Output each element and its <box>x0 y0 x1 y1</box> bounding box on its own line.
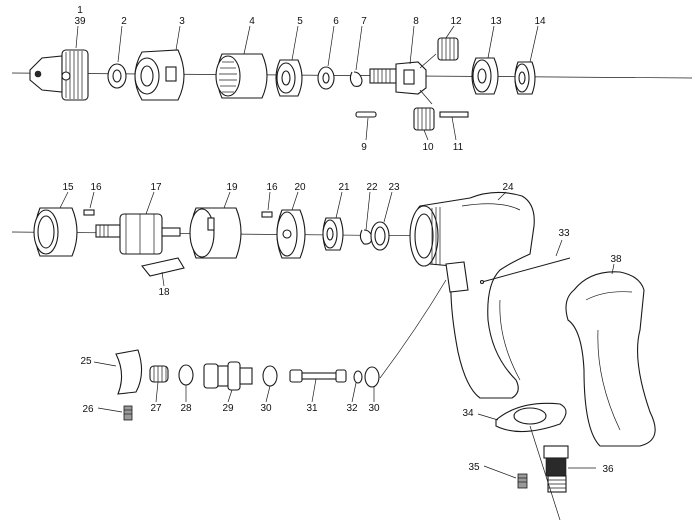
cylinder <box>189 207 242 259</box>
part-label: 20 <box>294 182 306 193</box>
part-label: 34 <box>462 408 474 419</box>
part-label: 32 <box>346 403 358 414</box>
planet-gear-12 <box>437 37 459 61</box>
part-label: 9 <box>361 142 367 153</box>
spindle-carrier <box>369 53 437 105</box>
bearing-13 <box>471 57 499 95</box>
part-label: 31 <box>306 403 318 414</box>
part-label: 23 <box>388 182 400 193</box>
part-label: 12 <box>450 16 462 27</box>
pin-33 <box>479 257 571 285</box>
part-label: 6 <box>333 16 339 27</box>
part-label: 7 <box>361 16 367 27</box>
o-ring-32 <box>353 370 363 384</box>
part-label: 24 <box>502 182 514 193</box>
part-label: 15 <box>62 182 74 193</box>
part-label: 35 <box>468 462 480 473</box>
set-screw-26 <box>123 405 133 421</box>
shaft-11 <box>439 111 469 118</box>
key-16-b <box>261 211 273 218</box>
part-label: 4 <box>249 16 255 27</box>
part-label: 38 <box>610 254 622 265</box>
o-ring-30 <box>262 365 278 387</box>
washer-2 <box>107 63 127 89</box>
bottom-axis-line <box>529 425 561 521</box>
leader-lines <box>59 25 615 479</box>
base-plate <box>495 402 567 433</box>
part-label: 19 <box>226 182 238 193</box>
pin-9 <box>355 111 377 118</box>
part-label: 8 <box>413 16 419 27</box>
part-label: 30 <box>260 403 272 414</box>
valve-leader-line <box>379 279 447 379</box>
part-label: 30 <box>368 403 380 414</box>
part-label: 21 <box>338 182 350 193</box>
o-ring-28 <box>178 364 194 386</box>
planet-gear-10 <box>413 107 435 131</box>
retaining-ring-22 <box>359 229 373 245</box>
part-label: 10 <box>422 142 434 153</box>
air-inlet-fitting <box>543 445 569 493</box>
part-labels: 1 39 2 3 4 5 6 7 8 12 13 14 9 10 11 15 1… <box>62 5 622 475</box>
bearing-14 <box>514 61 536 95</box>
part-label: 36 <box>602 464 614 475</box>
part-label: 16 <box>90 182 102 193</box>
part-label: 22 <box>366 182 378 193</box>
drill-chuck <box>29 49 89 101</box>
part-label: 18 <box>158 287 170 298</box>
front-end-plate <box>33 207 78 257</box>
rotor-vane <box>141 257 185 277</box>
part-label: 14 <box>534 16 546 27</box>
part-label: 2 <box>121 16 127 27</box>
rear-end-plate <box>276 209 306 259</box>
part-label: 29 <box>222 403 234 414</box>
part-label: 1 <box>77 5 83 16</box>
part-label: 33 <box>558 228 570 239</box>
part-label: 11 <box>453 142 464 153</box>
ring-gear <box>215 53 268 99</box>
part-label: 13 <box>490 16 502 27</box>
valve-stem <box>289 369 347 383</box>
part-label: 3 <box>179 16 185 27</box>
part-label: 39 <box>74 16 86 27</box>
part-label: 5 <box>297 16 303 27</box>
bearing-21 <box>322 217 344 251</box>
bearing-5 <box>275 59 303 97</box>
part-label: 26 <box>82 404 94 415</box>
key-16 <box>83 209 95 216</box>
part-label: 28 <box>180 403 192 414</box>
rotor <box>95 213 181 255</box>
spring-27 <box>149 365 169 383</box>
grip-sleeve <box>565 271 656 447</box>
retaining-ring-7 <box>349 71 363 87</box>
washer-23 <box>370 221 390 251</box>
pistol-grip-housing <box>409 191 535 399</box>
screw-35 <box>517 473 528 489</box>
part-label: 25 <box>80 356 92 367</box>
trigger <box>115 349 143 395</box>
part-label: 27 <box>150 403 162 414</box>
part-label: 17 <box>150 182 162 193</box>
throttle-valve <box>203 361 253 391</box>
o-ring-30-b <box>364 366 380 388</box>
part-label: 16 <box>266 182 278 193</box>
washer-6 <box>317 66 335 90</box>
ring-gear-housing <box>134 49 185 101</box>
